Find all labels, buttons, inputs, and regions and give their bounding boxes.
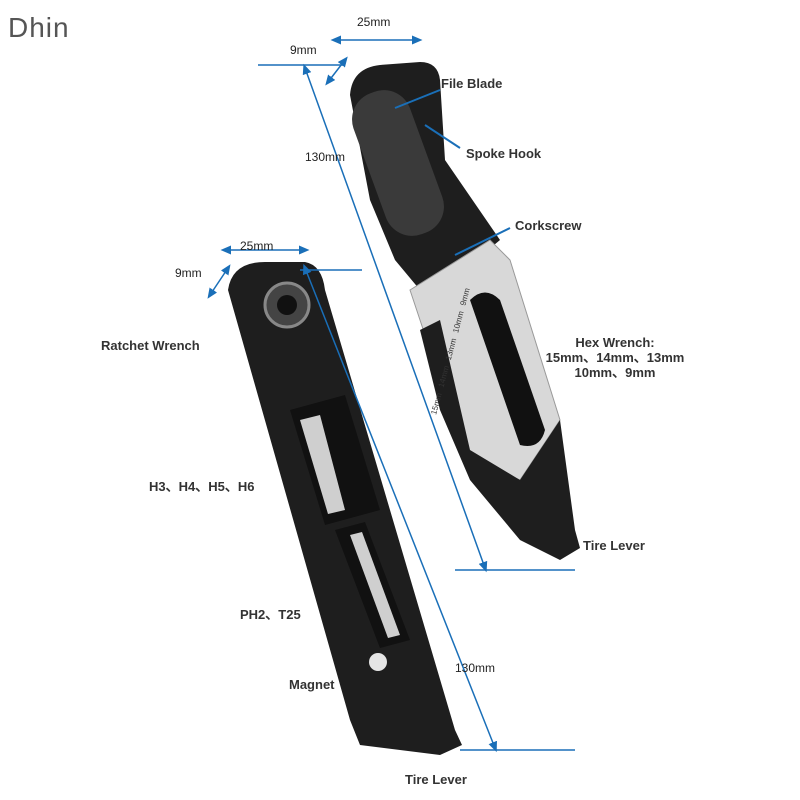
brand-logo: Dhin (8, 12, 70, 43)
hex-wrench-title: Hex Wrench: (575, 335, 655, 350)
callout-lines (394, 89, 511, 256)
ratchet-wrench-label: Ratchet Wrench (101, 338, 200, 353)
hex-sizes-line2: 10mm、9mm (574, 365, 656, 380)
right-tire-lever-label: Tire Lever (583, 538, 645, 553)
corkscrew-label: Corkscrew (515, 218, 582, 233)
left-thickness-dim: 9mm (175, 266, 202, 280)
magnet (369, 653, 387, 671)
bits-label: PH2、T25 (240, 607, 301, 622)
hex-wrench-label: Hex Wrench: 15mm、14mm、13mm 10mm、9mm (530, 335, 700, 380)
dimension-lines (207, 35, 575, 753)
left-tire-lever-label: Tire Lever (405, 772, 467, 787)
hex-sizes-line1: 15mm、14mm、13mm (545, 350, 685, 365)
left-width-dim: 25mm (240, 239, 274, 253)
right-length-dim: 130mm (305, 150, 346, 164)
spoke-hook-label: Spoke Hook (466, 146, 542, 161)
right-thickness-dim: 9mm (290, 43, 317, 57)
file-blade-label: File Blade (441, 76, 503, 91)
magnet-label: Magnet (289, 677, 335, 692)
right-tool-lower-body (420, 320, 580, 560)
ratchet-socket (277, 295, 297, 315)
left-length-dim: 130mm (455, 661, 496, 675)
right-width-dim: 25mm (357, 15, 391, 29)
hex-bits-label: H3、H4、H5、H6 (149, 479, 255, 494)
